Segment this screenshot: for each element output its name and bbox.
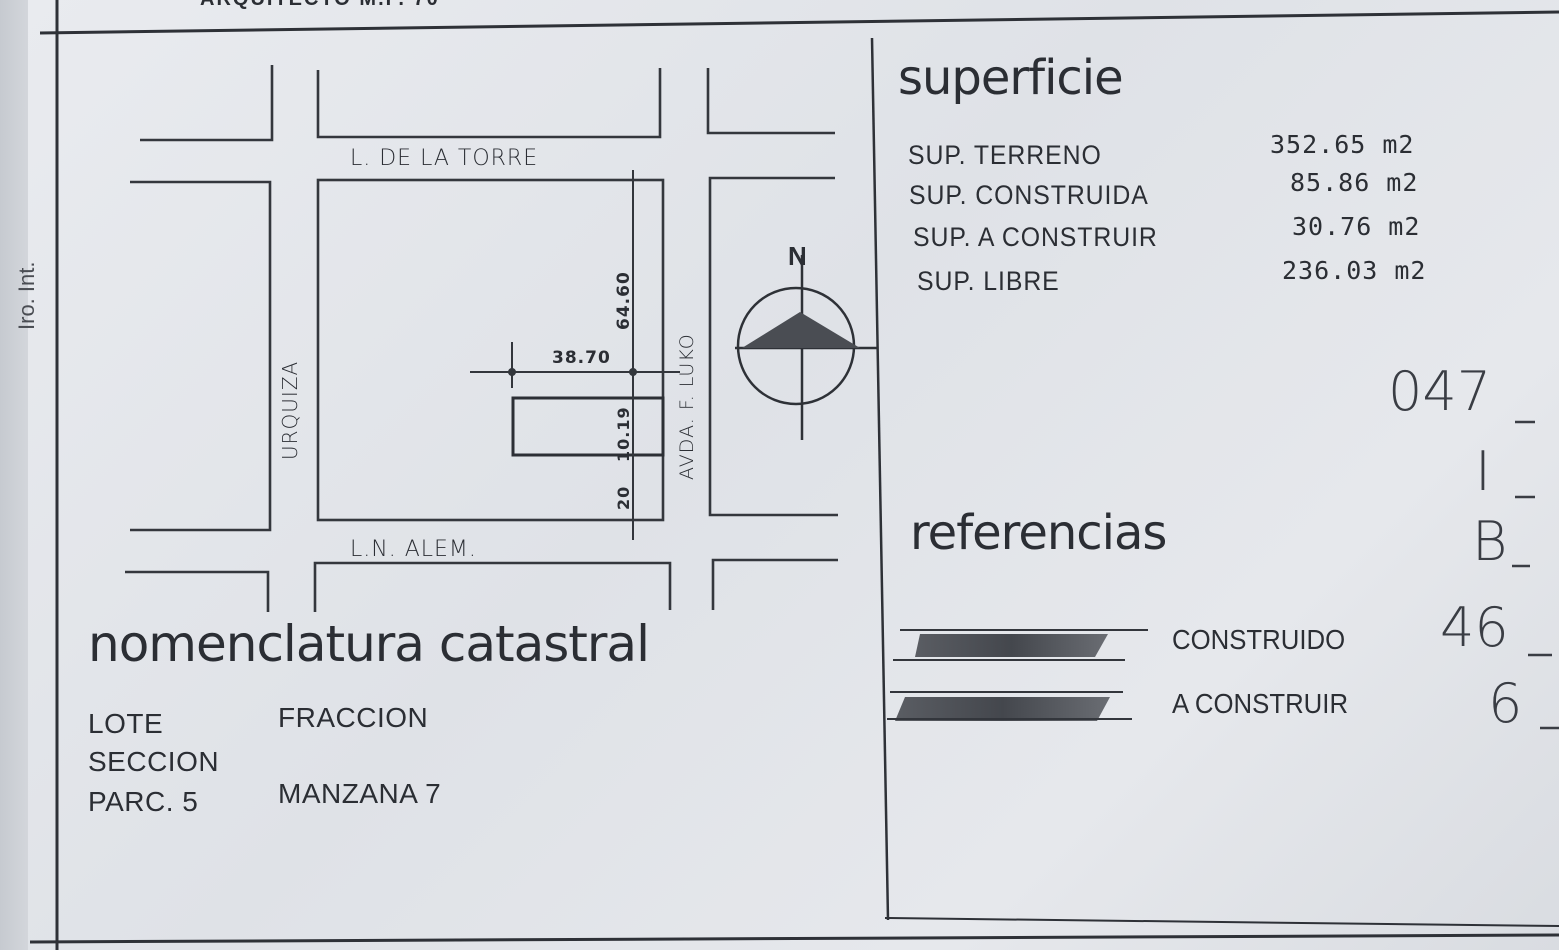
sup-libre-label: SUP. LIBRE	[917, 266, 1060, 296]
main-block	[316, 178, 665, 522]
frame-bottom-line	[29, 933, 1559, 944]
sup-libre-value: 236.03 m2	[1282, 256, 1427, 285]
header-fragment: ARQUITECTO M.P. 70	[200, 0, 440, 11]
sup-construida-label: SUP. CONSTRUIDA	[909, 180, 1149, 210]
street-label-top: L. DE LA TORRE	[350, 146, 539, 171]
dimension-front: 38.70	[552, 348, 611, 368]
superficie-title: superficie	[898, 50, 1124, 106]
building-footprint	[511, 396, 665, 457]
dimension-bottom-segment: 20	[614, 485, 633, 510]
nom-lote: LOTE	[88, 708, 164, 739]
handwritten-value-4: 46	[1440, 596, 1509, 659]
sup-construida-value: 85.86 m2	[1290, 168, 1419, 197]
north-compass	[735, 255, 878, 440]
street-label-right: AVDA. F. LUKO	[676, 333, 698, 480]
referencias-title: referencias	[910, 505, 1167, 561]
title-block-frame	[29, 0, 1559, 950]
sup-a-construir-value: 30.76 m2	[1292, 212, 1421, 241]
reference-hatch-a-construir	[887, 691, 1132, 721]
frame-top-line	[39, 10, 1559, 35]
handwritten-dashes	[1512, 420, 1559, 730]
sup-terreno-value: 352.65 m2	[1270, 130, 1415, 159]
handwritten-value-1: 047	[1388, 360, 1492, 423]
nom-manzana: MANZANA 7	[278, 778, 442, 809]
sup-a-construir-label: SUP. A CONSTRUIR	[913, 222, 1158, 252]
margin-note: Iro. Int.	[14, 261, 39, 330]
dimension-depth: 64.60	[614, 271, 634, 330]
dimension-lines	[470, 170, 680, 540]
dimension-lot-height: 10.19	[614, 406, 633, 462]
handwritten-value-5: 6	[1488, 672, 1523, 735]
page-edge	[0, 0, 28, 950]
street-label-bottom: L.N. ALEM.	[350, 537, 477, 562]
nom-fraccion: FRACCION	[278, 702, 429, 733]
frame-inner-bottom	[884, 917, 1559, 927]
nomenclatura-title: nomenclatura catastral	[88, 615, 650, 673]
north-label: N	[788, 241, 807, 271]
nom-seccion: SECCION	[88, 746, 220, 777]
handwritten-value-3: B	[1472, 510, 1508, 573]
street-label-left: URQUIZA	[278, 360, 302, 460]
street-blocks	[125, 65, 838, 612]
nom-parc: PARC. 5	[88, 786, 199, 817]
handwritten-value-2: I	[1475, 440, 1491, 503]
reference-hatch-construido	[893, 629, 1148, 661]
ref-construido-label: CONSTRUIDO	[1172, 624, 1346, 655]
sup-terreno-label: SUP. TERRENO	[908, 140, 1102, 170]
document-sheet	[28, 0, 1559, 950]
frame-divider-line	[870, 37, 890, 921]
ref-a-construir-label: A CONSTRUIR	[1172, 688, 1349, 719]
